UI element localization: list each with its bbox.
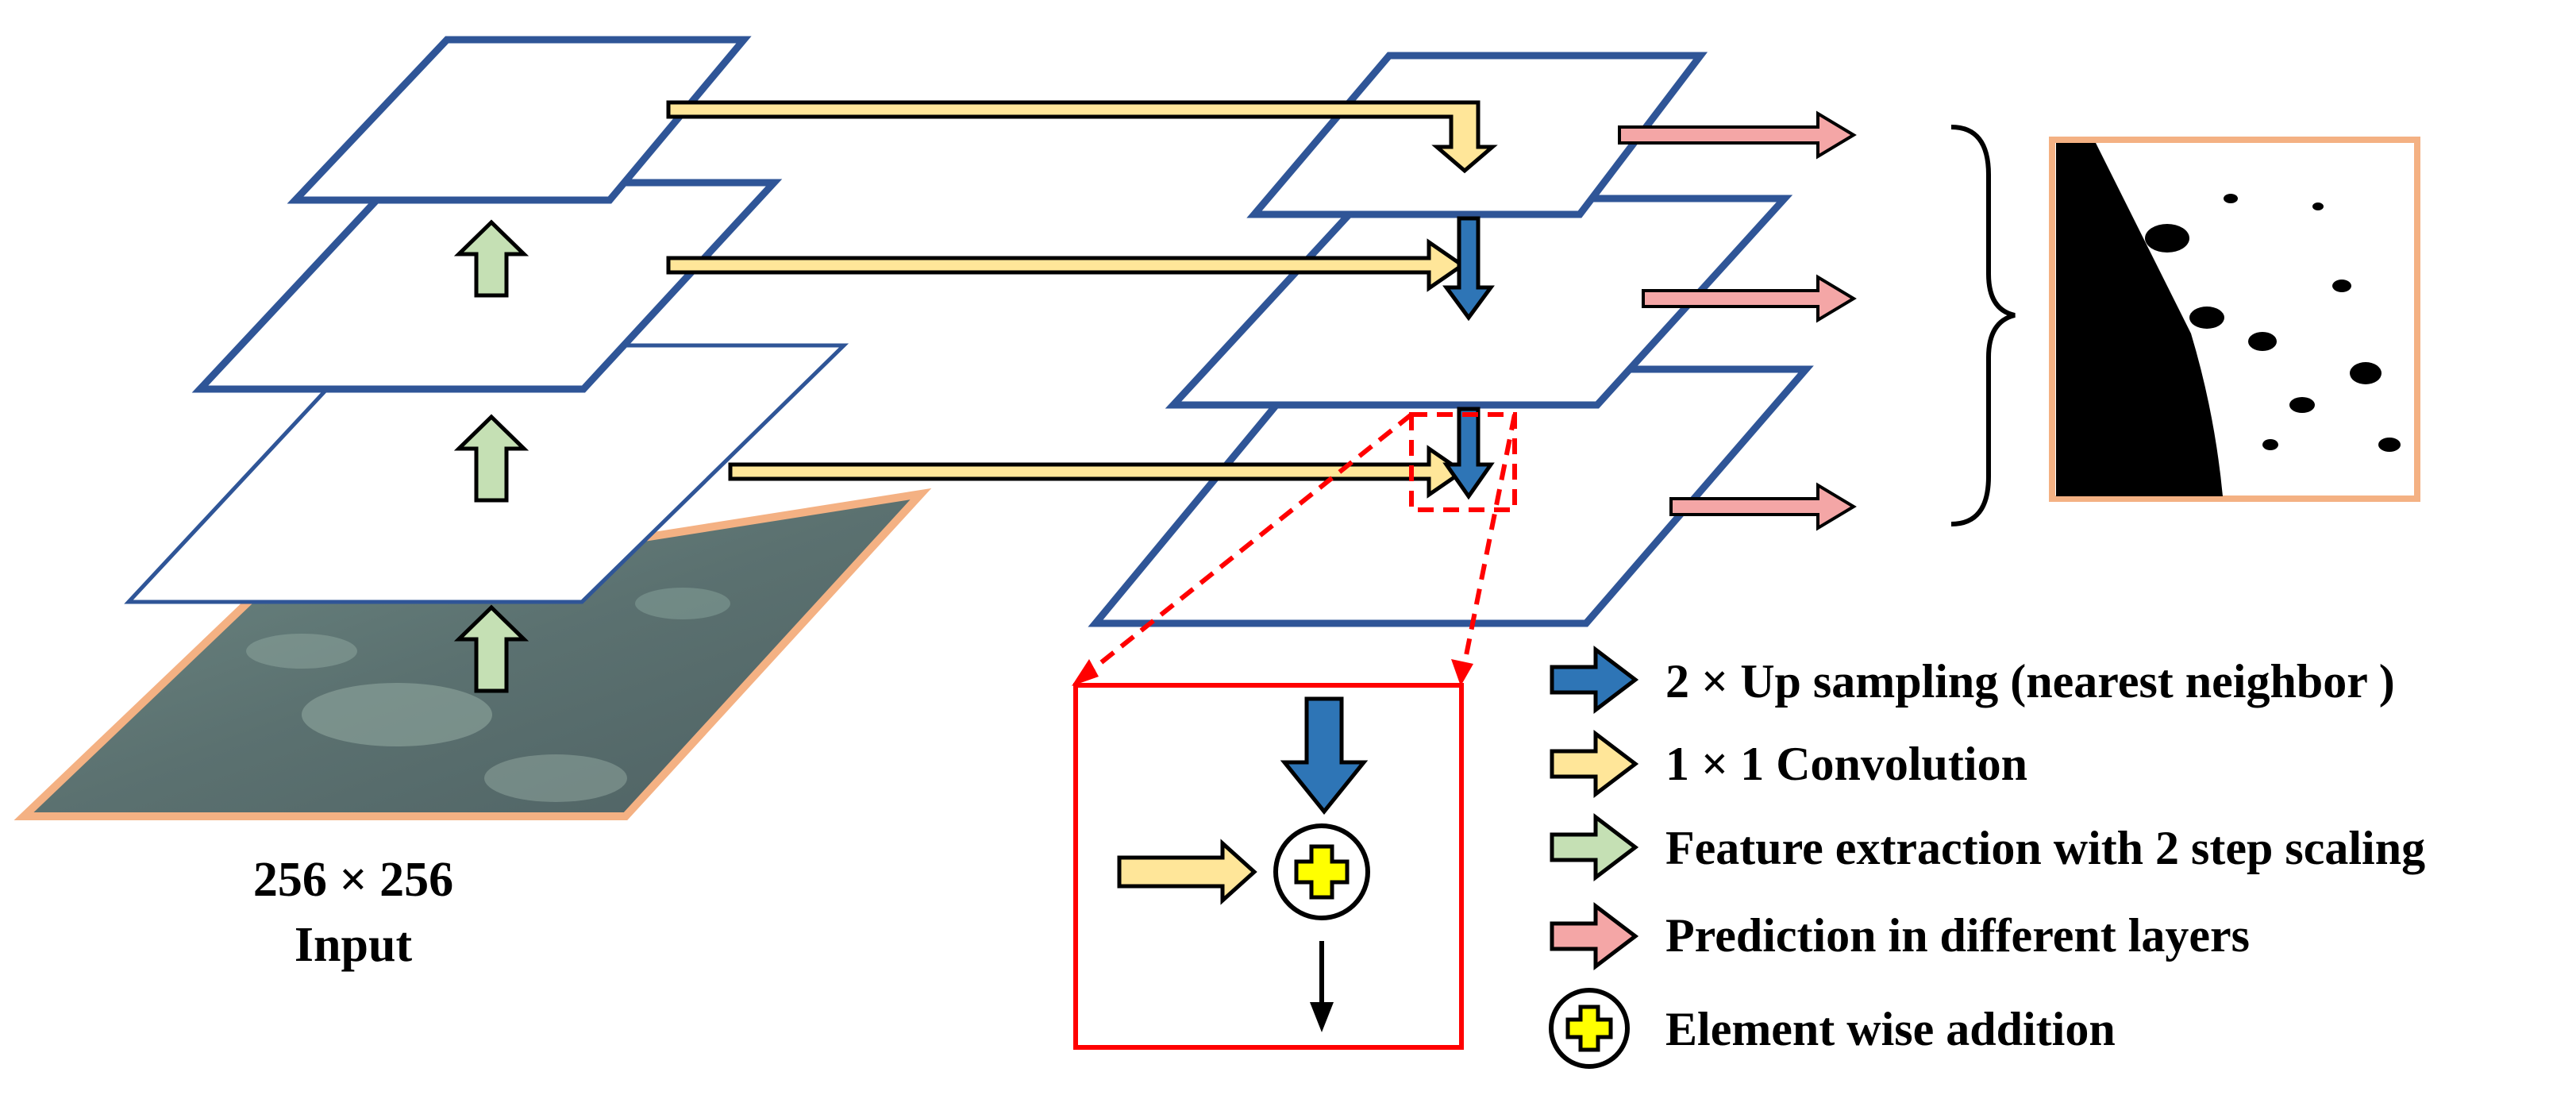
blue-arrow-icon xyxy=(1550,645,1639,715)
inset-upsample-arrow-icon xyxy=(1280,696,1369,815)
pink-arrow-icon xyxy=(1550,901,1639,971)
legend-label-feature-extraction: Feature extraction with 2 step scaling xyxy=(1665,822,2425,874)
upsample-arrow-icon xyxy=(1442,216,1495,322)
input-name-label: Input xyxy=(295,918,413,972)
green-arrow-icon xyxy=(1550,812,1639,882)
zoom-line-right xyxy=(1458,414,1517,684)
input-image xyxy=(13,488,932,820)
yellow-arrow-icon xyxy=(1550,729,1639,799)
inset-plus-circle-icon xyxy=(1273,823,1370,920)
prediction-arrow-middle xyxy=(1642,274,1857,323)
input-size-label: 256 × 256 xyxy=(253,853,453,907)
prediction-arrow-top xyxy=(1618,110,1857,160)
zoom-arrowhead-right xyxy=(1451,659,1473,686)
conv-arrow-top xyxy=(666,100,1498,174)
upsample-arrow-icon xyxy=(1442,407,1495,500)
decoder-layer-bottom xyxy=(1088,365,1814,627)
encoder-layer-top xyxy=(287,36,752,204)
legend-label-prediction: Prediction in different layers xyxy=(1665,909,2250,962)
inset-output-arrow-icon xyxy=(1310,941,1334,1032)
zoom-arrowhead-left xyxy=(1072,659,1099,686)
plus-circle-icon xyxy=(1549,988,1630,1069)
prediction-arrow-bottom xyxy=(1669,482,1857,531)
curly-brace xyxy=(1950,125,2016,526)
legend-label-addition: Element wise addition xyxy=(1665,1003,2116,1055)
inset-conv-arrow-icon xyxy=(1117,839,1257,905)
feature-arrow-icon xyxy=(453,604,529,693)
legend: 2 × Up sampling (nearest neighbor ) 1 × … xyxy=(1549,645,2425,1069)
conv-arrow-bottom xyxy=(728,445,1466,499)
zoom-region xyxy=(1409,412,1517,512)
zoom-line-left xyxy=(1074,412,1413,685)
feature-arrow-icon xyxy=(453,219,529,298)
output-prediction-image xyxy=(2049,137,2420,502)
legend-label-convolution: 1 × 1 Convolution xyxy=(1665,738,2027,790)
conv-arrow-middle xyxy=(666,238,1466,292)
legend-label-upsampling: 2 × Up sampling (nearest neighbor ) xyxy=(1665,655,2395,708)
feature-arrow-icon xyxy=(453,414,529,503)
